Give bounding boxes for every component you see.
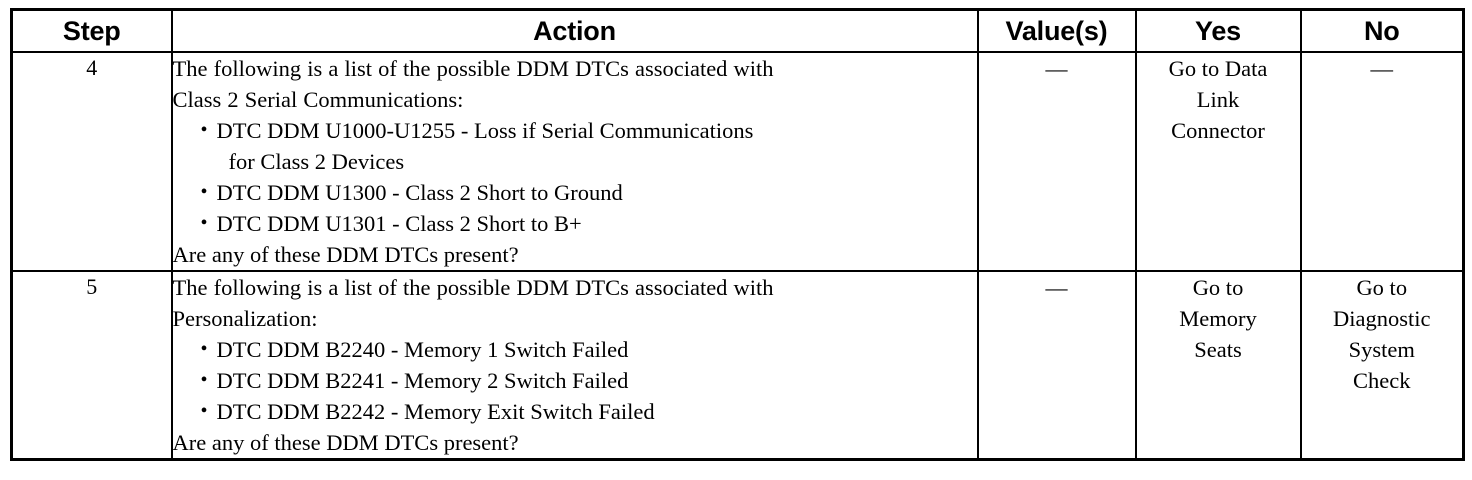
action-cell: The following is a list of the possible … — [170, 270, 979, 461]
list-item: DTC DDM U1301 - Class 2 Short to B+ — [201, 208, 977, 239]
no-cell: Go to Diagnostic System Check — [1299, 270, 1465, 461]
action-intro: The following is a list of the possible … — [173, 53, 977, 115]
column-header-no: No — [1299, 8, 1465, 53]
column-header-action: Action — [170, 8, 979, 53]
value-dash: — — [1045, 56, 1068, 81]
column-header-yes: Yes — [1134, 8, 1302, 53]
action-question: Are any of these DDM DTCs present? — [172, 430, 519, 455]
yes-cell: Go to Memory Seats — [1134, 270, 1302, 461]
step-number: 5 — [10, 270, 173, 461]
action-intro: The following is a list of the possible … — [173, 272, 977, 334]
yes-cell: Go to Data Link Connector — [1134, 51, 1302, 272]
table-row: 5 The following is a list of the possibl… — [10, 270, 1465, 461]
no-line: System — [1348, 337, 1415, 362]
list-item: DTC DDM B2241 - Memory 2 Switch Failed — [201, 365, 977, 396]
dtc-list: DTC DDM U1000-U1255 - Loss if Serial Com… — [173, 115, 977, 239]
table-header: Step Action Value(s) Yes No — [10, 8, 1465, 53]
value-dash: — — [1045, 275, 1068, 300]
yes-line: Seats — [1194, 337, 1242, 362]
list-item: DTC DDM U1000-U1255 - Loss if Serial Com… — [201, 115, 977, 177]
column-header-value: Value(s) — [976, 8, 1137, 53]
action-cell: The following is a list of the possible … — [170, 51, 979, 272]
value-cell: — — [976, 51, 1137, 272]
action-intro-line-1: The following is a list of the possible … — [172, 275, 774, 300]
list-item: DTC DDM U1300 - Class 2 Short to Ground — [201, 177, 977, 208]
no-line: — — [1370, 56, 1394, 81]
yes-line: Connector — [1171, 118, 1265, 143]
dtc-text-continuation: for Class 2 Devices — [228, 149, 405, 174]
value-cell: — — [976, 270, 1137, 461]
no-line: Diagnostic — [1333, 306, 1431, 331]
step-number: 4 — [10, 51, 173, 272]
no-line: Go to — [1356, 275, 1408, 300]
action-intro-line-2: Personalization: — [172, 306, 318, 331]
dtc-text: DTC DDM U1000-U1255 - Loss if Serial Com… — [216, 118, 754, 143]
table-row: 4 The following is a list of the possibl… — [10, 51, 1465, 272]
dtc-text: DTC DDM B2241 - Memory 2 Switch Failed — [216, 368, 629, 393]
dtc-text: DTC DDM B2240 - Memory 1 Switch Failed — [216, 337, 629, 362]
table-header-row: Step Action Value(s) Yes No — [10, 8, 1465, 53]
column-header-step: Step — [10, 8, 173, 53]
yes-line: Go to — [1192, 275, 1244, 300]
no-cell: — — [1299, 51, 1465, 272]
action-intro-line-2: Class 2 Serial Communications: — [172, 87, 464, 112]
dtc-text: DTC DDM U1301 - Class 2 Short to B+ — [216, 211, 582, 236]
action-intro-line-1: The following is a list of the possible … — [172, 56, 774, 81]
list-item: DTC DDM B2240 - Memory 1 Switch Failed — [201, 334, 977, 365]
no-line: Check — [1353, 368, 1411, 393]
dtc-text: DTC DDM U1300 - Class 2 Short to Ground — [216, 180, 623, 205]
yes-line: Go to Data — [1168, 56, 1268, 81]
yes-line: Link — [1196, 87, 1240, 112]
diagnostic-procedure-table: Step Action Value(s) Yes No 4 The follow… — [10, 8, 1465, 461]
yes-line: Memory — [1179, 306, 1257, 331]
action-question: Are any of these DDM DTCs present? — [172, 242, 519, 267]
list-item: DTC DDM B2242 - Memory Exit Switch Faile… — [201, 396, 977, 427]
table-body: 4 The following is a list of the possibl… — [10, 51, 1465, 461]
dtc-list: DTC DDM B2240 - Memory 1 Switch Failed D… — [173, 334, 977, 427]
dtc-text: DTC DDM B2242 - Memory Exit Switch Faile… — [216, 399, 655, 424]
